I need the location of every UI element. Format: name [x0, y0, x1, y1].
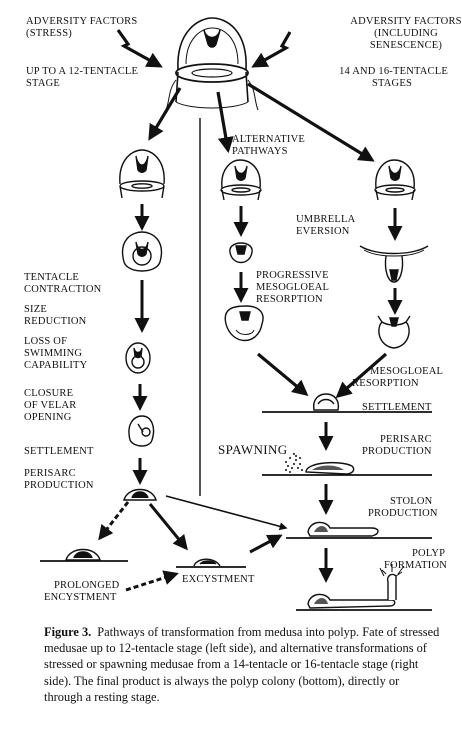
label-spawning: SPAWNING: [218, 442, 288, 457]
right-medusa-everted: [359, 245, 429, 283]
excystment-cyst: [176, 558, 246, 568]
label-alternative-2: PATHWAYS: [232, 146, 288, 157]
label-alternative-1: ALTERNATIVE: [232, 134, 305, 145]
label-mesogloeal-right-1: MESOGLOEAL: [370, 366, 443, 377]
prolonged-encystment-cyst: [40, 548, 128, 562]
spawning-particles: [285, 453, 303, 473]
label-settlement-right: SETTLEMENT: [362, 402, 432, 413]
label-prolonged-2: ENCYSTMENT: [44, 592, 117, 603]
label-stage-left-2: STAGE: [26, 78, 60, 89]
label-perisarc-left-2: PRODUCTION: [24, 480, 94, 491]
polyp-colony: [296, 564, 432, 611]
caption-text: Pathways of transformation from medusa i…: [44, 625, 440, 704]
label-polyp-1: POLYP: [412, 548, 445, 559]
adversity-lightning-left: [116, 29, 163, 68]
arrow-middle-to-settlement: [256, 352, 309, 397]
label-mesogloeal-right-2: RESORPTION: [352, 378, 419, 389]
right-medusa-3: [377, 315, 411, 349]
arrow-top-to-middle-branch: [216, 91, 234, 154]
right-medusa-1: [374, 159, 416, 201]
perisarc-stage: [262, 461, 432, 476]
label-perisarc-right-1: PERISARC: [380, 434, 432, 445]
arrow-right-to-settlement: [335, 352, 388, 399]
arrow-top-to-left-branch: [148, 87, 182, 141]
label-stolon-2: PRODUCTION: [368, 508, 438, 519]
stolon-stage: [286, 521, 432, 539]
left-medusa-3: [125, 342, 151, 374]
label-closure-3: OPENING: [24, 412, 72, 423]
label-stage-right-1: 14 AND 16-TENTACLE: [339, 66, 448, 77]
label-adversity-right-3: SENESCENCE): [370, 40, 443, 51]
label-adversity-right-1: ADVERSITY FACTORS: [350, 16, 461, 27]
label-closure-2: OF VELAR: [24, 400, 76, 411]
label-stage-left-1: UP TO A 12-TENTACLE: [26, 66, 138, 77]
left-cyst: [123, 488, 157, 501]
label-perisarc-right-2: PRODUCTION: [362, 446, 432, 457]
label-progressive-2: MESOGLOEAL: [256, 282, 329, 293]
middle-medusa-2: [229, 242, 253, 264]
left-medusa-2: [121, 231, 163, 272]
figure-number: Figure 3.: [44, 625, 92, 639]
arrow-top-to-right-branch: [247, 82, 375, 162]
label-size-reduction-2: REDUCTION: [24, 316, 87, 327]
dashed-arrow-prolonged-to-excystment: [125, 570, 179, 592]
label-loss-1: LOSS OF: [24, 336, 67, 347]
label-adversity-right-2: (INCLUDING: [374, 28, 438, 39]
label-adversity-left-2: (STRESS): [26, 28, 72, 39]
label-progressive-3: RESORPTION: [256, 294, 323, 305]
middle-medusa-3: [224, 305, 264, 341]
middle-medusa-1: [220, 159, 262, 201]
settlement-stage: [262, 393, 432, 413]
left-medusa-4: [128, 415, 155, 447]
label-progressive-1: PROGRESSIVE: [256, 270, 329, 281]
label-stolon-1: STOLON: [390, 496, 433, 507]
label-tentacle-contraction-2: CONTRACTION: [24, 284, 102, 295]
arrow-excystment-to-stolon: [249, 534, 283, 554]
arrow-cyst-to-excystment: [148, 503, 188, 551]
arrow-left-cyst-to-stolon: [165, 495, 288, 531]
label-loss-2: SWIMMING: [24, 348, 82, 359]
label-polyp-2: FORMATION: [384, 560, 447, 571]
label-settlement-left: SETTLEMENT: [24, 446, 94, 457]
transformation-pathways-diagram: ADVERSITY FACTORS (STRESS) UP TO A 12-TE…: [24, 16, 462, 611]
medusa-top-illustration: [165, 17, 259, 111]
label-tentacle-contraction-1: TENTACLE: [24, 272, 79, 283]
label-umbrella-1: UMBRELLA: [296, 214, 356, 225]
label-prolonged-1: PROLONGED: [54, 580, 120, 591]
dashed-arrow-to-prolonged-encystment: [98, 501, 130, 541]
label-excystment: EXCYSTMENT: [182, 574, 255, 585]
label-perisarc-left-1: PERISARC: [24, 468, 76, 479]
label-closure-1: CLOSURE: [24, 388, 73, 399]
label-adversity-left-1: ADVERSITY FACTORS: [26, 16, 137, 27]
left-medusa-1: [119, 149, 165, 199]
figure-caption: Figure 3.Pathways of transformation from…: [44, 624, 440, 705]
label-loss-3: CAPABILITY: [24, 360, 88, 371]
label-size-reduction-1: SIZE: [24, 304, 47, 315]
label-stage-right-2: STAGES: [372, 78, 412, 89]
adversity-lightning-right: [251, 31, 292, 68]
label-umbrella-2: EVERSION: [296, 226, 350, 237]
